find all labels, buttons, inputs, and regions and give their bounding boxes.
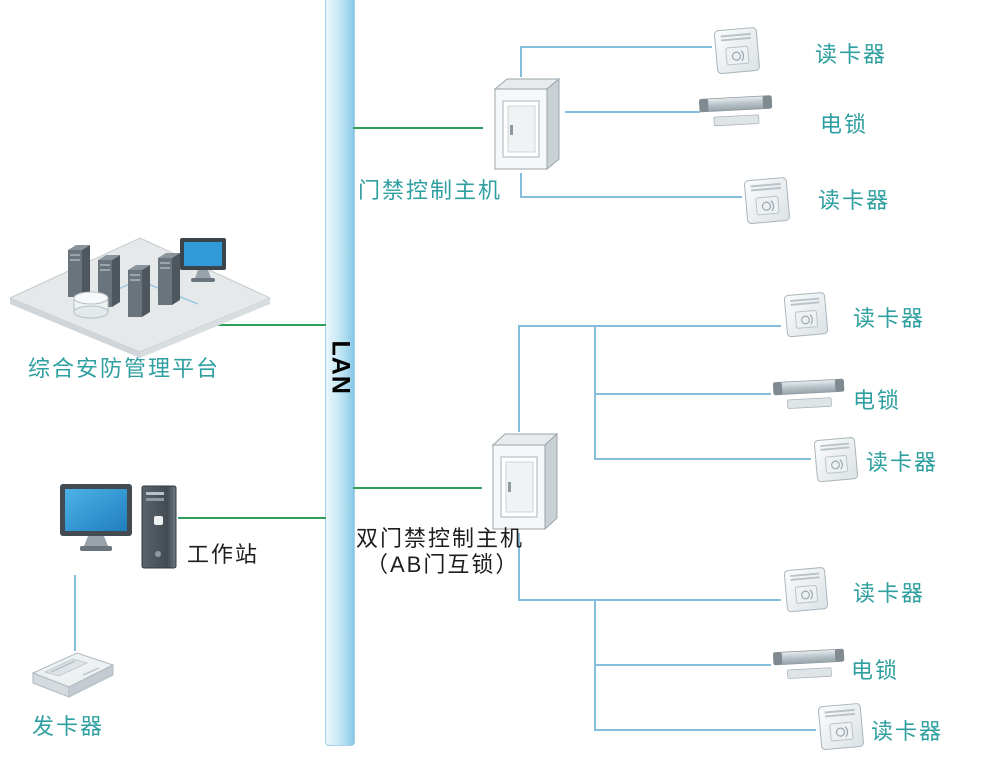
link-busbar-middle	[594, 325, 596, 460]
reader-label: 读卡器	[815, 42, 888, 67]
controller-double-label: 双门禁控制主机	[356, 526, 525, 551]
link-lan-controller-single	[353, 127, 483, 129]
lock-label: 电锁	[851, 658, 900, 683]
link-platform-lan	[185, 324, 326, 326]
card-reader-icon	[710, 26, 766, 76]
link-controller1-down	[520, 173, 522, 198]
link-controller1-up	[520, 46, 522, 77]
link-middle-reader1	[594, 325, 781, 327]
electric-lock-icon	[771, 646, 849, 684]
lock-label: 电锁	[820, 112, 869, 137]
card-reader-icon	[781, 566, 833, 614]
lan-label: LAN	[326, 340, 355, 395]
link-lan-controller-double	[353, 487, 482, 489]
card-reader-icon	[781, 291, 833, 339]
reader-label: 读卡器	[866, 450, 939, 475]
link-bottom-reader1	[518, 599, 781, 601]
reader-label: 读卡器	[853, 306, 926, 331]
link-controller2-down	[518, 533, 520, 601]
link-controller2-up	[518, 325, 520, 432]
link-controller1-reader2	[520, 196, 742, 198]
link-middle-lock	[594, 393, 771, 395]
controller-single-label: 门禁控制主机	[358, 178, 503, 203]
reader-label: 读卡器	[871, 719, 944, 744]
card-issuer-label: 发卡器	[32, 714, 105, 739]
workstation-icon	[58, 480, 183, 580]
lock-label: 电锁	[853, 388, 902, 413]
platform-label: 综合安防管理平台	[28, 356, 221, 381]
card-reader-icon	[816, 701, 868, 753]
link-middle-reader2	[594, 458, 811, 460]
access-controller-icon	[483, 75, 567, 175]
link-controller1-lock	[565, 111, 700, 113]
link-workstation-issuer	[74, 575, 76, 651]
link-workstation-lan	[178, 517, 326, 519]
workstation-label: 工作站	[187, 542, 260, 567]
link-bottom-reader2	[594, 729, 816, 731]
electric-lock-icon	[698, 92, 776, 132]
lan-bus: LAN	[325, 0, 355, 746]
link-controller2-bridge-up	[518, 325, 596, 327]
reader-label: 读卡器	[818, 188, 891, 213]
reader-label: 读卡器	[853, 581, 926, 606]
card-reader-icon	[811, 436, 863, 484]
link-bottom-lock	[594, 664, 771, 666]
card-reader-icon	[740, 176, 796, 226]
card-issuer-icon	[25, 645, 120, 703]
server-platform-icon	[8, 200, 273, 360]
link-controller1-reader1	[520, 46, 712, 48]
electric-lock-icon	[771, 376, 849, 414]
controller-double-sublabel: （AB门互锁）	[366, 552, 520, 577]
dual-access-controller-icon	[481, 430, 565, 535]
